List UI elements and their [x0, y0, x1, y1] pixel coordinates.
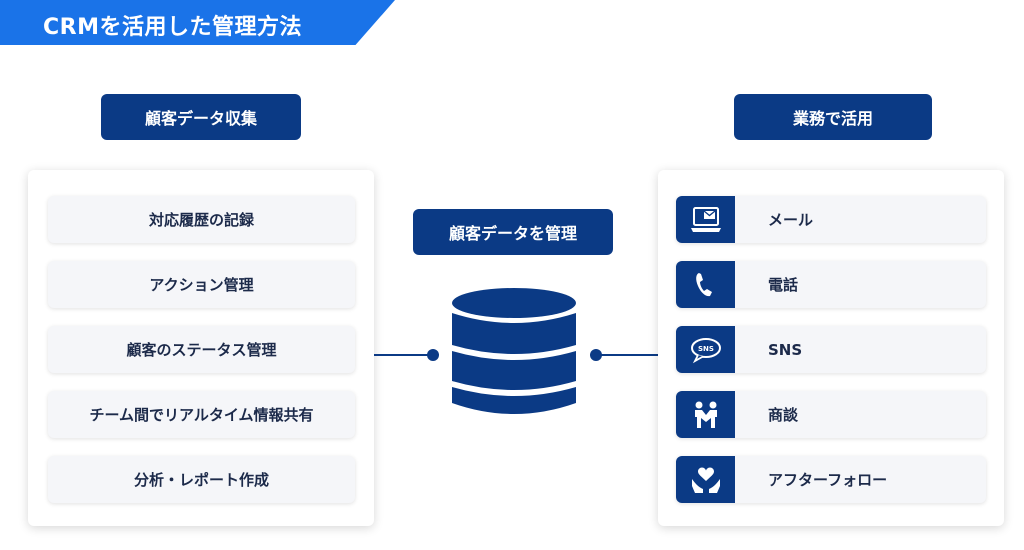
right-connector-line	[596, 354, 658, 356]
page-title: CRMを活用した管理方法	[43, 15, 302, 40]
svg-text:SNS: SNS	[698, 345, 714, 353]
left-connector-line	[374, 354, 434, 356]
list-item-label: 電話	[768, 276, 799, 294]
left-heading: 顧客データ収集	[101, 94, 301, 140]
list-item-label: アフターフォロー	[768, 471, 888, 489]
list-item: 対応履歴の記録	[48, 196, 355, 243]
right-connector-dot	[590, 349, 602, 361]
database-icon	[452, 288, 576, 414]
list-item: 商談	[676, 391, 986, 438]
list-item-label: 商談	[768, 406, 799, 424]
meeting-icon	[676, 391, 735, 438]
list-item: 電話	[676, 261, 986, 308]
collection-panel: 対応履歴の記録 アクション管理 顧客のステータス管理 チーム間でリアルタイム情報…	[28, 170, 374, 526]
list-item: メール	[676, 196, 986, 243]
list-item: 分析・レポート作成	[48, 456, 355, 503]
left-connector-dot	[427, 349, 439, 361]
list-item: チーム間でリアルタイム情報共有	[48, 391, 355, 438]
center-heading: 顧客データを管理	[413, 209, 613, 255]
usage-panel: メール 電話 SNS SNS 商談	[658, 170, 1004, 526]
laptop-mail-icon	[676, 196, 735, 243]
care-heart-icon	[676, 456, 735, 503]
title-banner	[0, 0, 395, 45]
list-item-label: メール	[768, 211, 814, 229]
list-item: 顧客のステータス管理	[48, 326, 355, 373]
list-item: アクション管理	[48, 261, 355, 308]
phone-icon	[676, 261, 735, 308]
list-item-label: SNS	[768, 340, 803, 359]
list-item: SNS SNS	[676, 326, 986, 373]
sns-chat-icon: SNS	[676, 326, 735, 373]
right-heading: 業務で活用	[734, 94, 932, 140]
list-item: アフターフォロー	[676, 456, 986, 503]
